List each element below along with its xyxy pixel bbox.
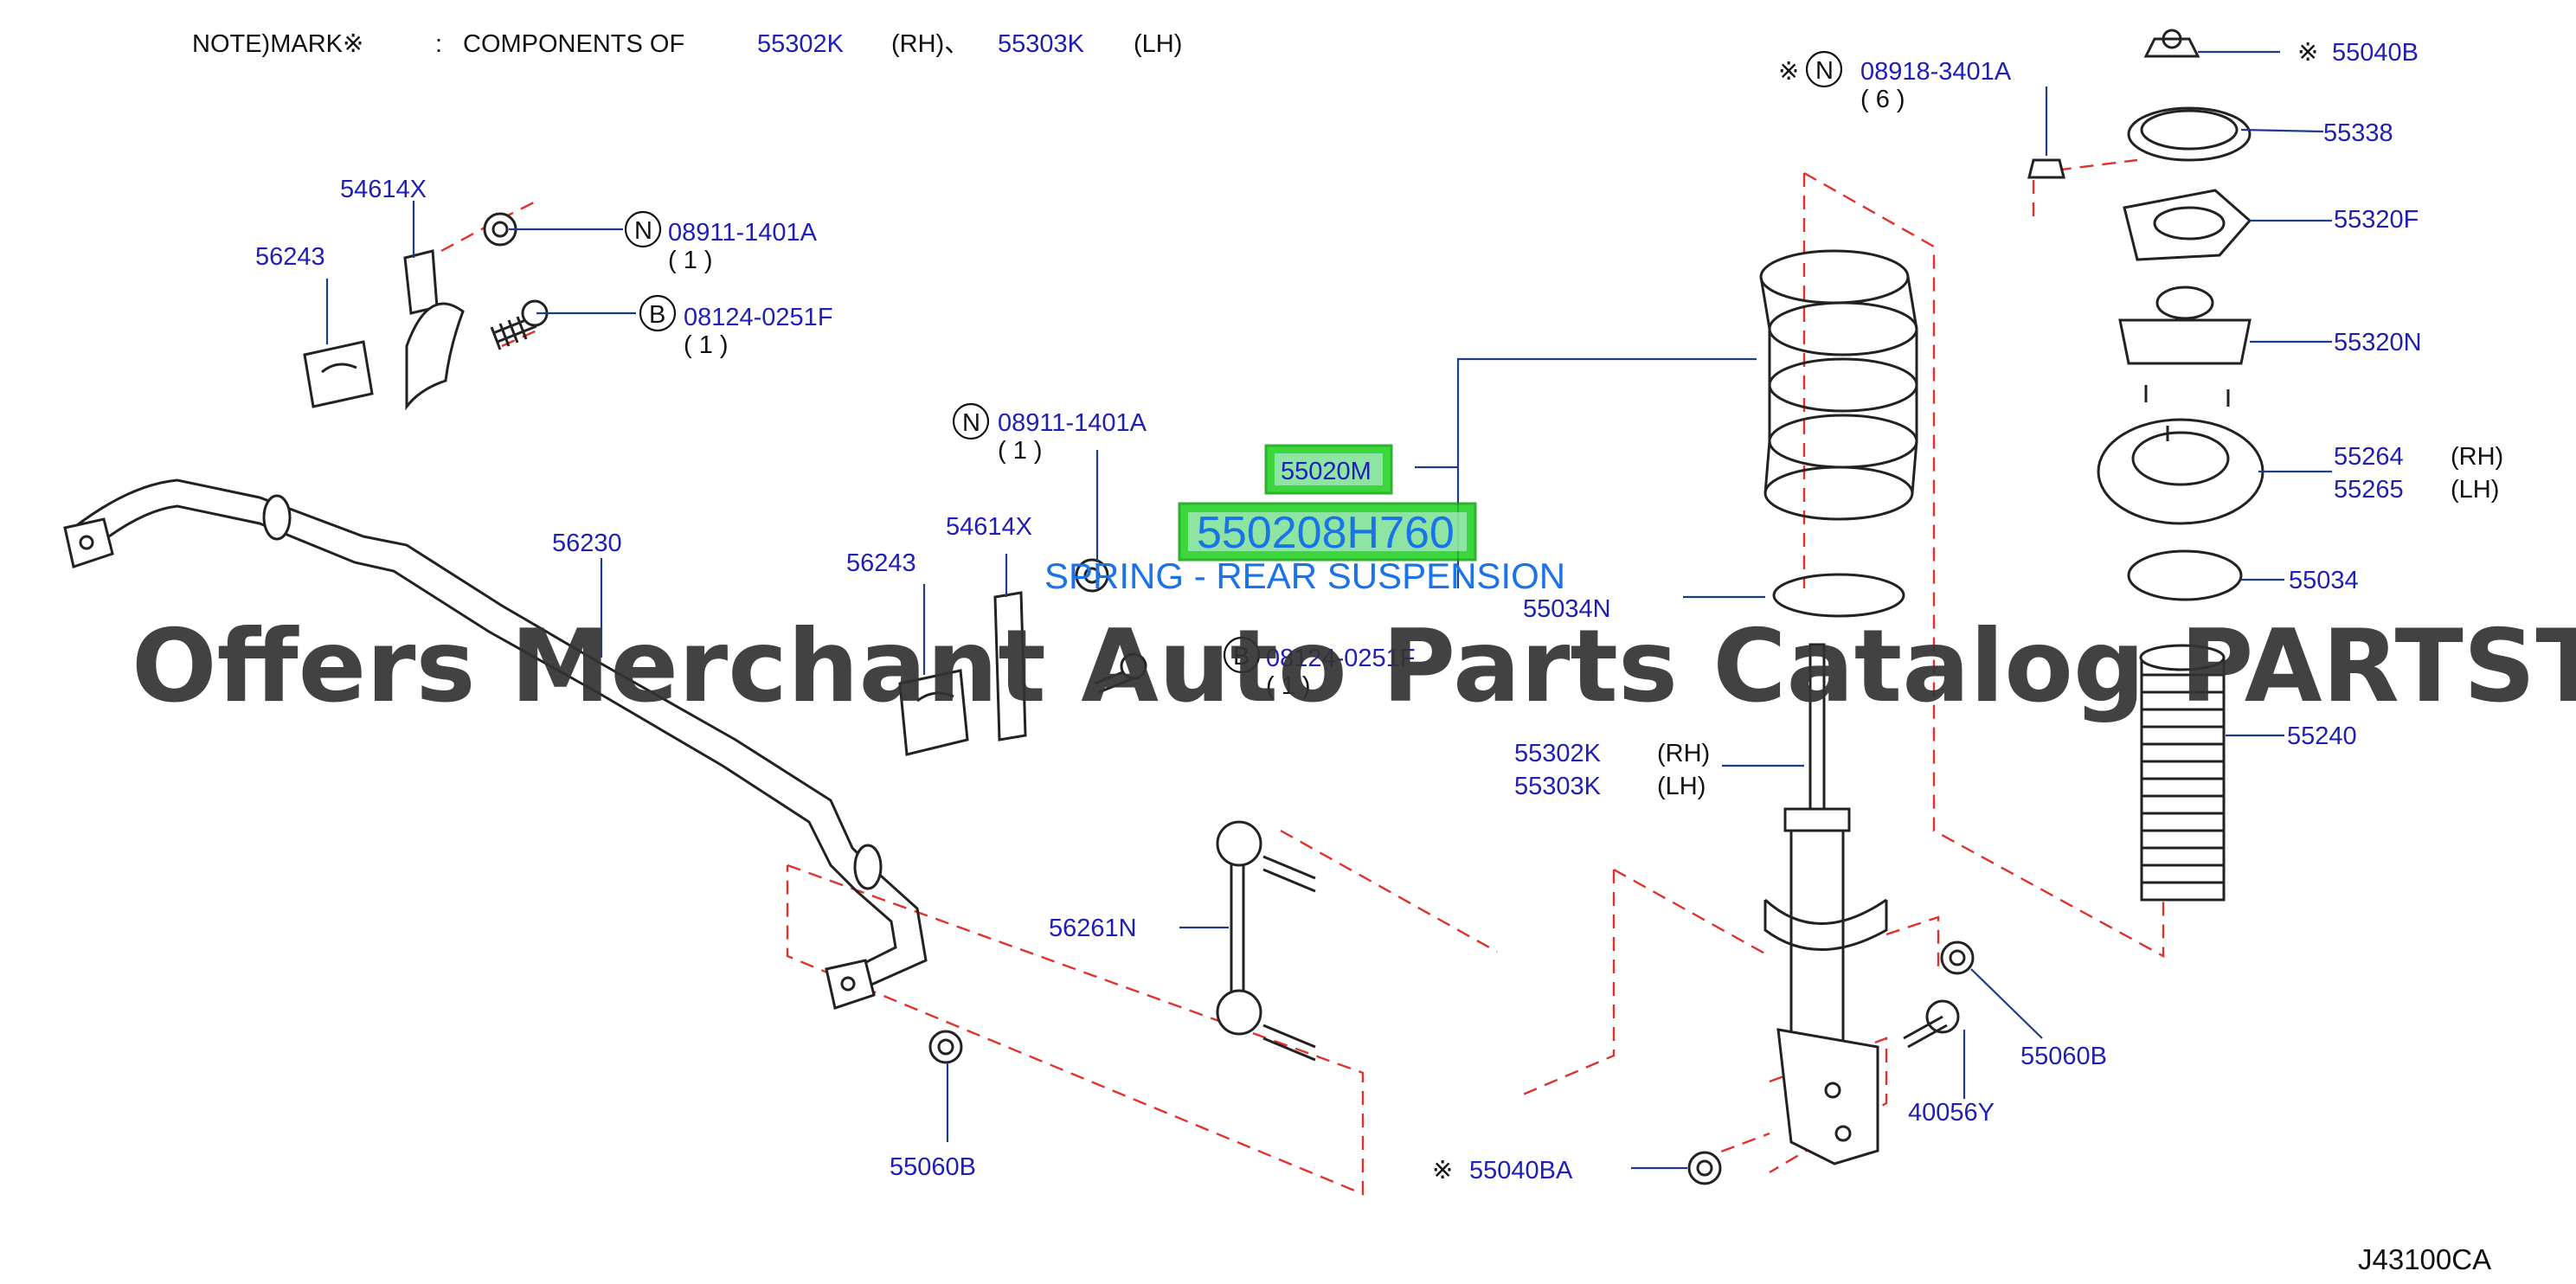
- stabilizer-link[interactable]: [1216, 820, 1316, 1062]
- stabilizer-bracket-lower[interactable]: [898, 558, 1147, 756]
- note-header: NOTE)MARK※ : COMPONENTS OF 55302K (RH)、 …: [192, 30, 1182, 58]
- label-55060b-b[interactable]: 55060B: [2020, 1043, 2107, 1070]
- label-54614x-b[interactable]: 54614X: [946, 513, 1032, 541]
- note-rh: (RH)、: [891, 30, 969, 58]
- label-08918[interactable]: 08918-3401A: [1860, 58, 2012, 86]
- label-qty-a: ( 1 ): [668, 247, 713, 274]
- label-56243-a[interactable]: 56243: [255, 243, 325, 271]
- label-qty-b: ( 1 ): [684, 331, 729, 359]
- label-550208h760[interactable]: 550208H760: [1197, 508, 1455, 558]
- label-55264[interactable]: 55264: [2334, 443, 2404, 471]
- label-55320f[interactable]: 55320F: [2334, 206, 2419, 234]
- label-56261n[interactable]: 56261N: [1049, 915, 1137, 942]
- note-colon: :: [435, 30, 442, 58]
- callout-circles: N B N B N: [624, 50, 1843, 674]
- label-lh: (LH): [1657, 773, 1706, 800]
- mark-08918: ※: [1778, 58, 1799, 86]
- nut-55060b-left[interactable]: [928, 1030, 963, 1064]
- label-qty-d: ( 1 ): [1266, 672, 1311, 700]
- label-55020m[interactable]: 55020M: [1281, 458, 1372, 485]
- label-55034n[interactable]: 55034N: [1523, 595, 1611, 623]
- label-08911-a[interactable]: 08911-1401A: [668, 219, 818, 247]
- label-08124-b[interactable]: 08124-0251F: [1266, 645, 1416, 672]
- label-55265[interactable]: 55265: [2334, 476, 2404, 504]
- upper-mount-stack[interactable]: [2027, 29, 2264, 902]
- label-qty-c: ( 1 ): [998, 437, 1043, 465]
- note-prefix: NOTE)MARK※: [192, 30, 363, 58]
- circle-n-3: N: [1815, 57, 1834, 85]
- spring-seat[interactable]: [1772, 573, 1905, 618]
- stabilizer-bar[interactable]: [63, 478, 928, 1010]
- coil-spring[interactable]: [1759, 249, 1918, 521]
- circle-b-1: B: [649, 301, 665, 329]
- watermark-text: Offers Merchant Auto Parts Catalog PARTS…: [132, 608, 2576, 725]
- label-56230[interactable]: 56230: [552, 530, 622, 557]
- highlighted-part-550208h760[interactable]: 550208H760: [1178, 502, 1477, 562]
- nut-55060b-right[interactable]: [1940, 941, 1975, 975]
- strut-assembly[interactable]: [1763, 643, 1888, 1165]
- part-labels: 54614X 56243 08911-1401A ( 1 ) 08124-025…: [255, 39, 2503, 1184]
- mark-55040b: ※: [2297, 39, 2318, 67]
- label-55302k[interactable]: 55302K: [1514, 740, 1602, 767]
- note-lh: (LH): [1134, 30, 1182, 58]
- note-text: COMPONENTS OF: [463, 30, 684, 58]
- note-part-55302k[interactable]: 55302K: [757, 30, 845, 58]
- label-rh: (RH): [1657, 740, 1710, 767]
- note-part-55303k[interactable]: 55303K: [998, 30, 1085, 58]
- stabilizer-bracket-upper[interactable]: [303, 212, 549, 411]
- label-55303k[interactable]: 55303K: [1514, 773, 1602, 800]
- label-54614x-a[interactable]: 54614X: [340, 176, 427, 203]
- leader-lines: [325, 50, 2332, 1170]
- label-55338[interactable]: 55338: [2323, 119, 2393, 147]
- label-rh2: (RH): [2451, 443, 2503, 471]
- circle-b-2: B: [1233, 643, 1249, 671]
- label-55040b[interactable]: 55040B: [2332, 39, 2419, 67]
- label-08911-b[interactable]: 08911-1401A: [998, 409, 1147, 437]
- circle-n-1: N: [634, 217, 652, 245]
- label-qty-6: ( 6 ): [1860, 86, 1905, 113]
- label-40056y[interactable]: 40056Y: [1908, 1099, 1995, 1127]
- bolt-40056y[interactable]: [1903, 999, 1960, 1049]
- label-55240[interactable]: 55240: [2287, 722, 2357, 750]
- highlighted-part-55020m[interactable]: 55020M: [1264, 444, 1393, 495]
- label-55060b-a[interactable]: 55060B: [890, 1153, 976, 1181]
- circle-n-2: N: [962, 409, 980, 437]
- mark-55040ba: ※: [1432, 1157, 1453, 1184]
- label-08124-a[interactable]: 08124-0251F: [684, 304, 833, 331]
- label-55034[interactable]: 55034: [2289, 567, 2359, 594]
- label-55040ba[interactable]: 55040BA: [1469, 1157, 1573, 1184]
- label-56243-b[interactable]: 56243: [846, 549, 916, 577]
- label-lh2: (LH): [2451, 476, 2499, 504]
- part-subtitle: SPRING - REAR SUSPENSION: [1044, 555, 1565, 596]
- nut-55040ba[interactable]: [1687, 1151, 1722, 1185]
- diagram-code: J43100CA: [2358, 1243, 2491, 1275]
- label-55320n[interactable]: 55320N: [2334, 329, 2422, 356]
